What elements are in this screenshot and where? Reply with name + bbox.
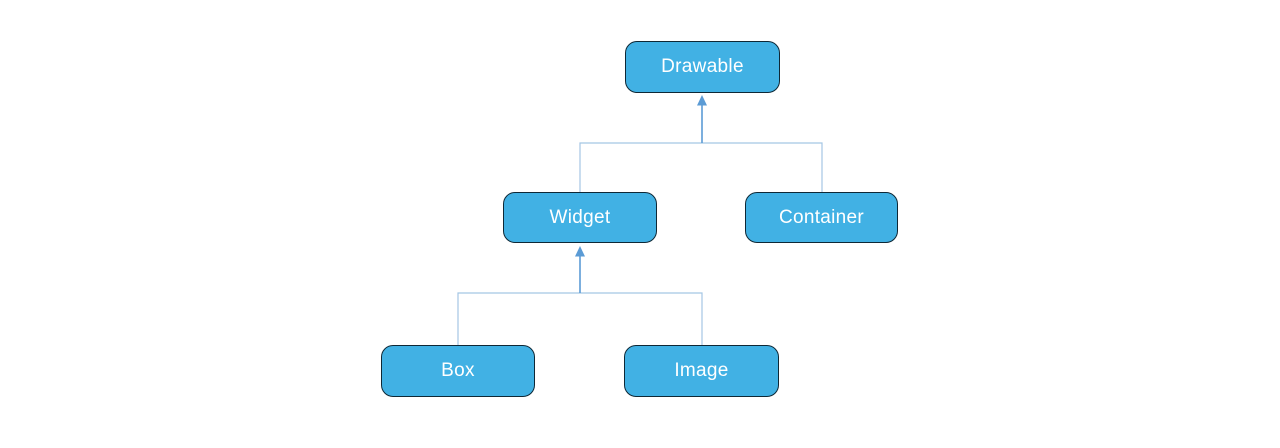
- node-widget-label: Widget: [549, 206, 611, 228]
- node-drawable: Drawable: [625, 41, 780, 93]
- edge-elbow-drawable-children: [579, 142, 823, 192]
- arrowhead-to-drawable-icon: [697, 95, 707, 106]
- node-container: Container: [745, 192, 898, 243]
- node-image: Image: [624, 345, 779, 397]
- node-widget: Widget: [503, 192, 657, 243]
- node-image-label: Image: [674, 360, 729, 381]
- node-box: Box: [381, 345, 535, 397]
- arrowhead-to-widget-icon: [575, 246, 585, 257]
- edge-elbow-widget-children: [457, 292, 703, 345]
- node-container-label: Container: [778, 206, 865, 228]
- node-drawable-label: Drawable: [661, 56, 744, 77]
- node-box-label: Box: [441, 360, 475, 381]
